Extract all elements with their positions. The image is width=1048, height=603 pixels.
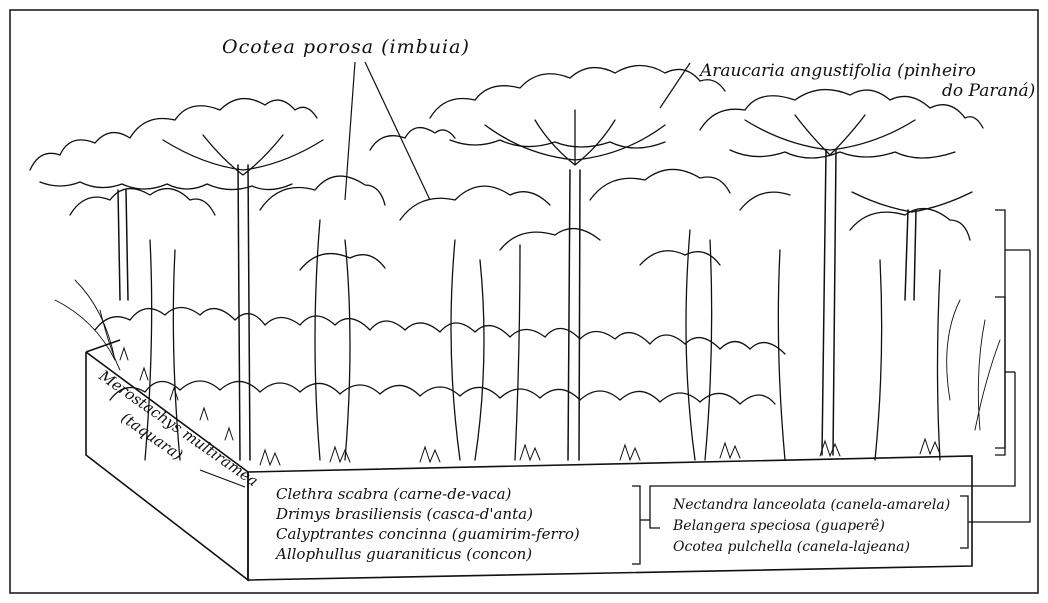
legend-left: Clethra scabra (carne-de-vaca) Drimys br… xyxy=(274,485,580,563)
legend-left-item: Calyptrantes concinna (guamirim-ferro) xyxy=(276,525,580,543)
ocotea-pointer-2 xyxy=(365,62,430,200)
legend-right: Nectandra lanceolata (canela-amarela) Be… xyxy=(672,497,950,555)
understory xyxy=(95,308,785,405)
forest-illustration xyxy=(30,66,1000,466)
legend-right-item: Ocotea pulchella (canela-lajeana) xyxy=(673,539,910,555)
bracket-upper-return xyxy=(968,250,1030,522)
label-merostachys-line1: Merostachys multiramea xyxy=(95,366,262,490)
middle-layer-trunks xyxy=(145,220,940,460)
ground-vegetation xyxy=(120,348,940,465)
label-ocotea-porosa: Ocotea porosa (imbuia) xyxy=(222,36,470,58)
legend-left-item: Allophullus guaraniticus (concon) xyxy=(274,545,532,563)
label-araucaria-line2: do Paraná) xyxy=(942,81,1035,101)
bracket-upper xyxy=(995,210,1005,455)
araucaria-branches xyxy=(163,110,972,212)
bracket-right-legend xyxy=(960,496,968,548)
legend-right-item: Nectandra lanceolata (canela-amarela) xyxy=(672,497,950,513)
pointer-lines xyxy=(200,62,690,487)
label-araucaria-line1: Araucaria angustifolia (pinheiro xyxy=(698,61,976,81)
bracket-lower xyxy=(995,297,1005,448)
legend-left-item: Clethra scabra (carne-de-vaca) xyxy=(276,485,512,503)
emergent-canopy xyxy=(30,66,983,190)
bracket-left-legend xyxy=(632,486,640,564)
taquara-stems xyxy=(55,280,1000,430)
legend-right-item: Belangera speciosa (guaperê) xyxy=(672,518,885,534)
legend-left-item: Drimys brasiliensis (casca-d'anta) xyxy=(275,505,533,523)
